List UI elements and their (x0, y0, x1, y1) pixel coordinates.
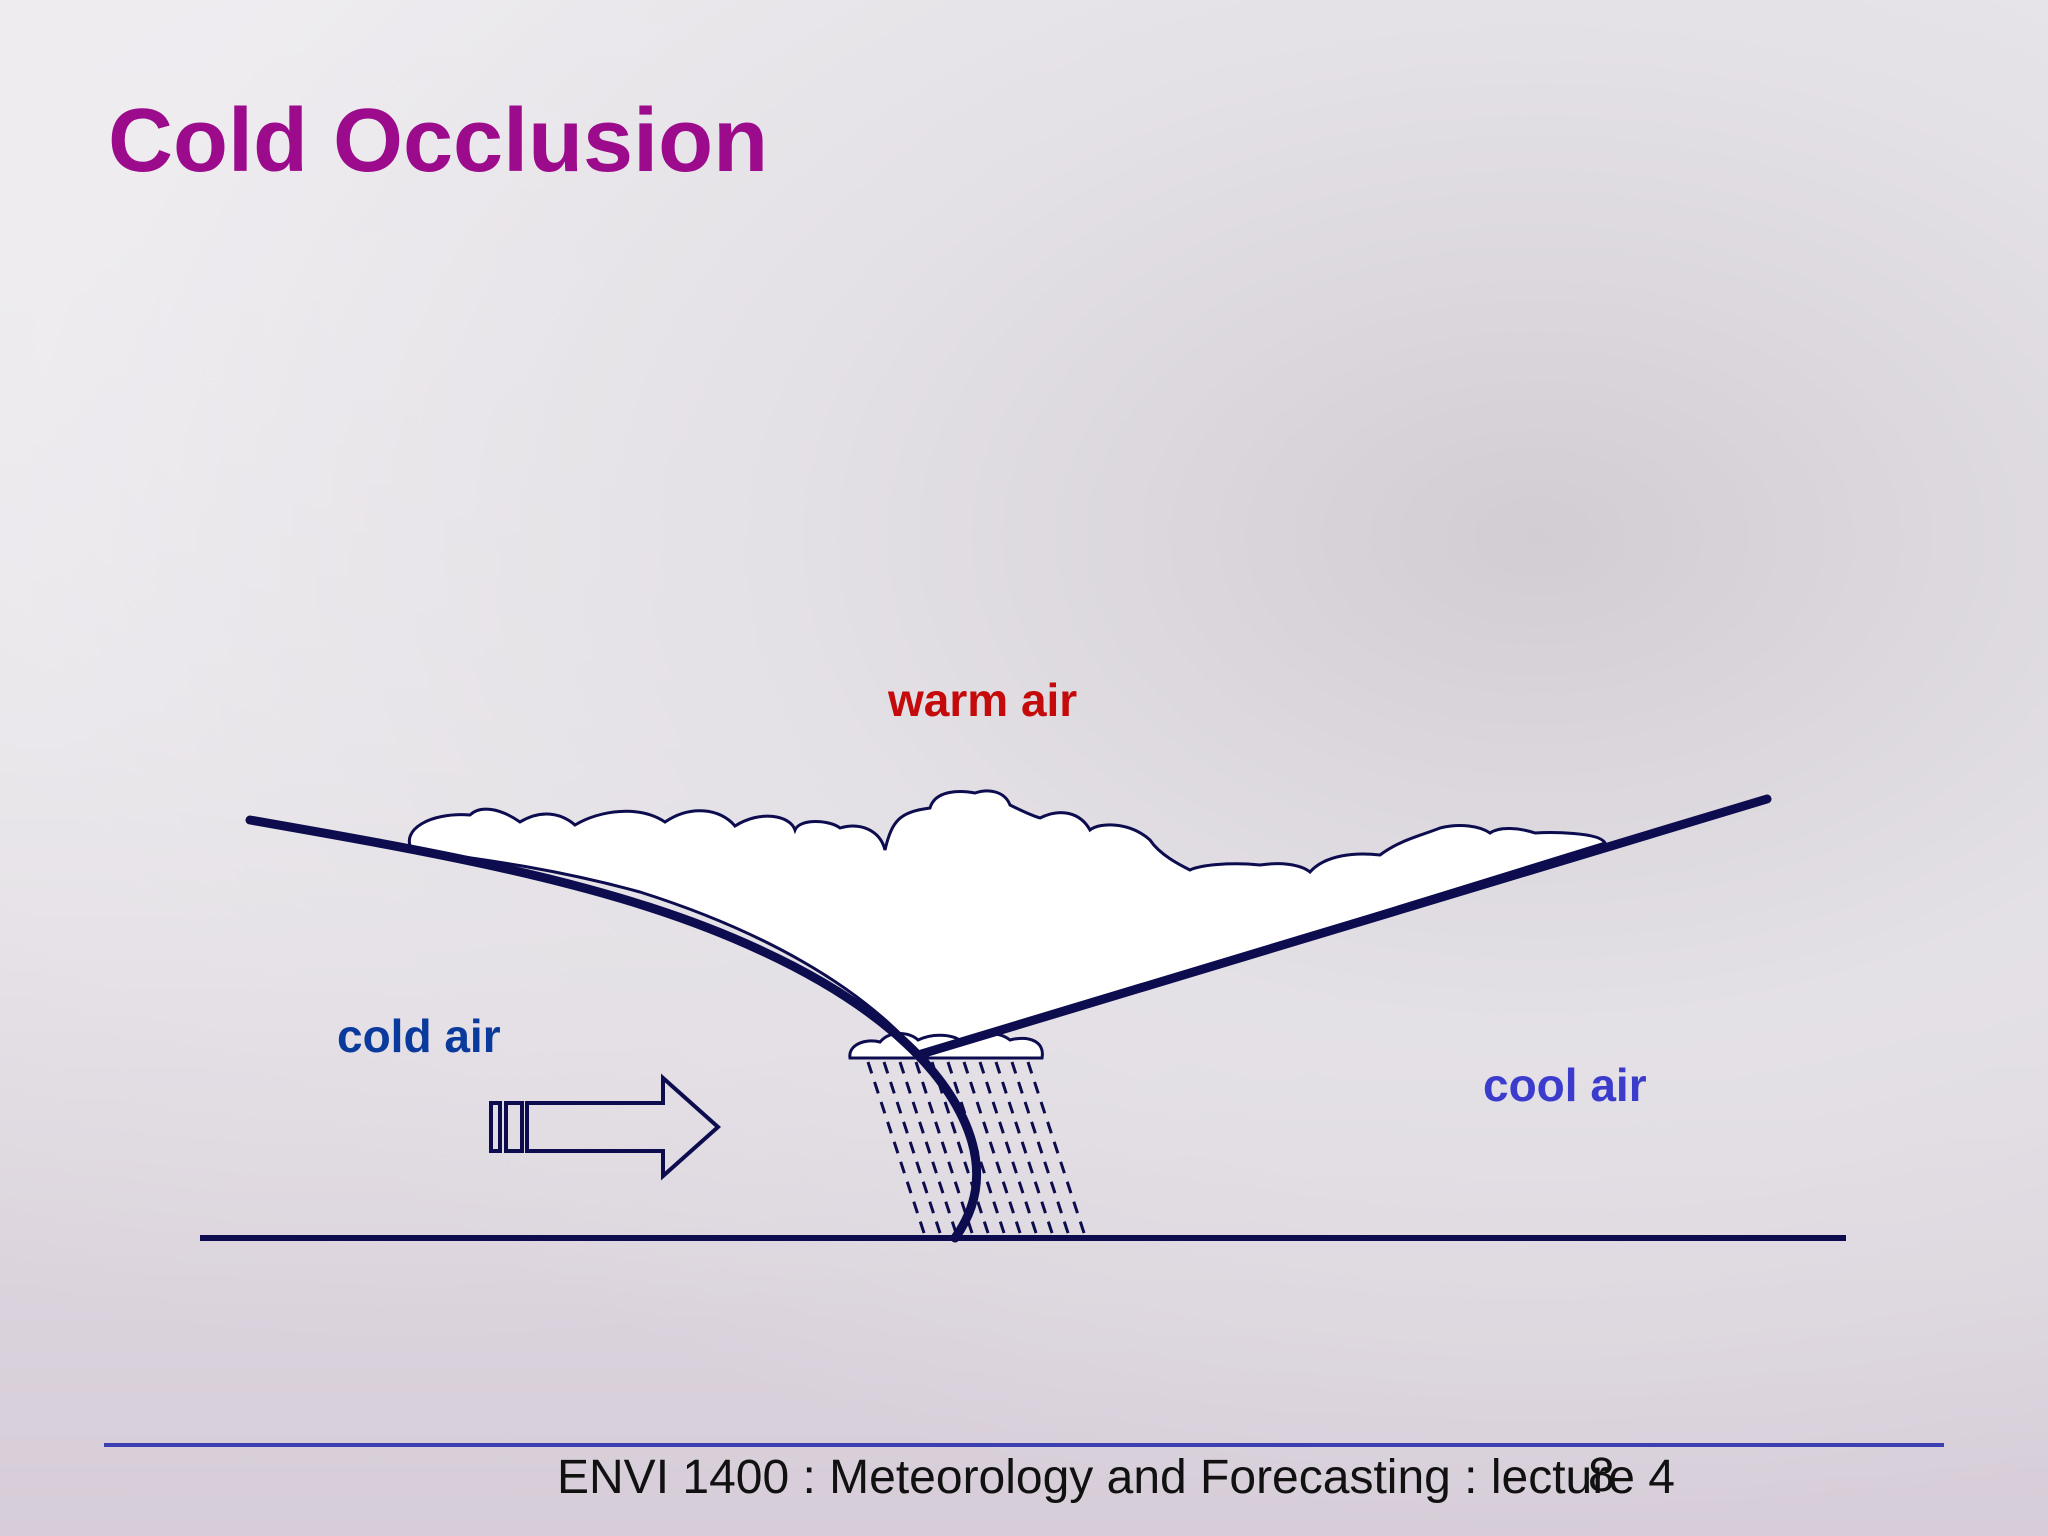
footer-course-title: ENVI 1400 : Meteorology and Forecasting … (557, 1451, 1675, 1504)
cool-air-label: cool air (1483, 1059, 1647, 1111)
page-title: Cold Occlusion (108, 91, 769, 191)
footer-divider (104, 1443, 1944, 1447)
cloud-icon (408, 789, 1608, 1057)
cold-air-label: cold air (337, 1010, 501, 1062)
warm-air-label: warm air (888, 674, 1078, 726)
cold-front-line (245, 815, 982, 1243)
warm-front-line (913, 794, 1772, 1060)
page-number: 8 (1588, 1449, 1615, 1502)
arrow-right-icon (489, 1073, 722, 1181)
